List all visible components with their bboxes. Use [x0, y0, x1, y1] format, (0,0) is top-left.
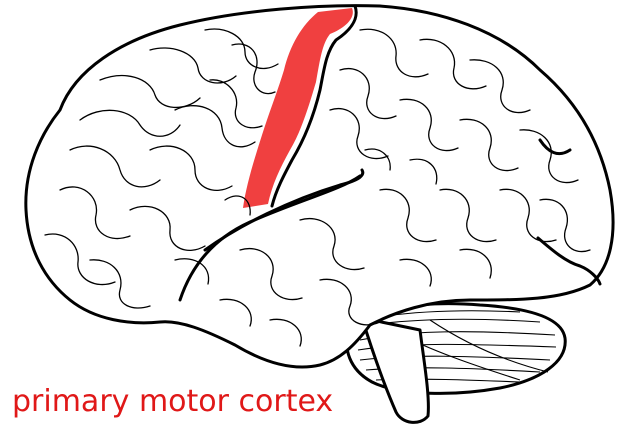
central-sulcus — [270, 4, 358, 208]
primary-motor-cortex-highlight — [243, 8, 353, 208]
brain-stem — [360, 316, 430, 424]
calcarine-sulcus — [536, 236, 602, 286]
caption-label: primary motor cortex — [12, 384, 334, 419]
parieto-occipital-sulcus — [538, 138, 572, 156]
temporal-lobe-outline — [178, 174, 362, 302]
cerebrum-outline — [24, 4, 615, 369]
gyri-lines — [44, 28, 591, 347]
